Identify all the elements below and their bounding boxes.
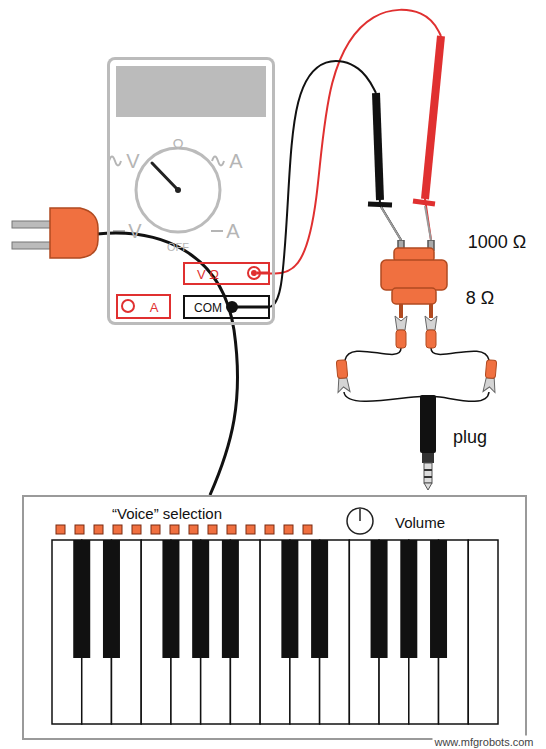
plug-tip [424,463,432,483]
transformer-core [392,288,436,304]
current-jack: A [116,294,171,319]
plug-prong [12,242,52,249]
black-key [430,540,447,658]
node-text: V Ω [197,268,219,281]
selector-dial [136,148,220,232]
transformer-lead [429,304,433,318]
black-key [103,540,120,658]
black-key [73,540,90,658]
black-key [162,540,179,658]
black-key [281,540,298,658]
voice-button [75,525,84,534]
node-text: OFF [167,242,189,253]
node-text: Ω [172,136,183,151]
node-text: “Voice” selection [112,506,222,521]
red-lead-plug [251,270,257,276]
knob-mark [359,509,361,521]
voice-button [303,525,312,534]
red-probe-handle [425,36,441,199]
voice-button [246,525,255,534]
black-probe-handle [376,93,380,200]
node-text: A [226,221,239,241]
voice-button [113,525,122,534]
jumper-wire [345,348,401,360]
part-label: plug [453,428,487,446]
alligator-clip [335,360,350,393]
power-plug [50,208,98,258]
ac-symbol [109,157,121,166]
plug-prong [12,221,52,228]
black-key [222,540,239,658]
red-probe-tip [425,206,431,240]
voice-button [189,525,198,534]
plug-band [424,476,432,478]
dc-symbol [211,230,223,232]
volume-knob [347,508,373,534]
voice-button [227,525,236,534]
transformer-lead [399,304,403,318]
ac-symbol [212,157,224,166]
node-text: Volume [395,515,445,530]
piano-keys [52,540,498,724]
black-key [371,540,388,658]
voice-button [94,525,103,534]
watermark: www.mfgrobots.com [432,736,535,749]
alligator-clip [395,316,407,348]
voice-button [208,525,217,534]
alligator-clip [483,360,498,393]
black-lead-plug [235,306,270,309]
plug-body [420,395,436,453]
power-cord [97,233,238,495]
voice-button [151,525,160,534]
multimeter-body: V Ω A COM V Ω A V A OFF [107,57,275,325]
voice-button [284,525,293,534]
black-key [400,540,417,658]
voice-button [170,525,179,534]
meter-display [116,66,266,117]
node-text: COM [194,302,222,314]
black-probe-guard [368,204,392,205]
black-key [192,540,209,658]
plug-point [424,483,432,490]
jumper-wire [431,348,489,360]
dial-hub [175,187,181,193]
alligator-clip [425,316,437,348]
node-text: V [128,221,141,241]
node-text: A [150,301,159,314]
node-text: A [229,151,242,171]
voice-button [56,525,65,534]
plug-wire [431,392,489,401]
current-jack-socket [122,300,134,312]
test-lead [270,10,441,274]
node-text: V [126,151,139,171]
transformer-core [381,260,447,290]
voice-button [265,525,274,534]
red-lead-plug [257,272,270,275]
plug-collar [422,453,434,463]
plug-band [424,469,432,471]
black-key [311,540,328,658]
node-text: 1000 Ω [468,233,527,251]
dial-pointer [152,163,178,190]
plug-wire [344,392,425,401]
node-text: 8 Ω [466,289,494,307]
transformer: 1000 Ω8 Ω [380,240,448,305]
voice-button [132,525,141,534]
transformer-shape [380,240,448,305]
keyboard-body: “Voice” selectionVolume [22,495,527,740]
voice-buttons [56,525,312,534]
com-jack: COM [183,295,270,319]
white-key [468,540,498,724]
voltage-jack: V Ω [183,262,270,285]
red-probe-guard [413,201,435,204]
black-probe-tip [381,207,401,240]
